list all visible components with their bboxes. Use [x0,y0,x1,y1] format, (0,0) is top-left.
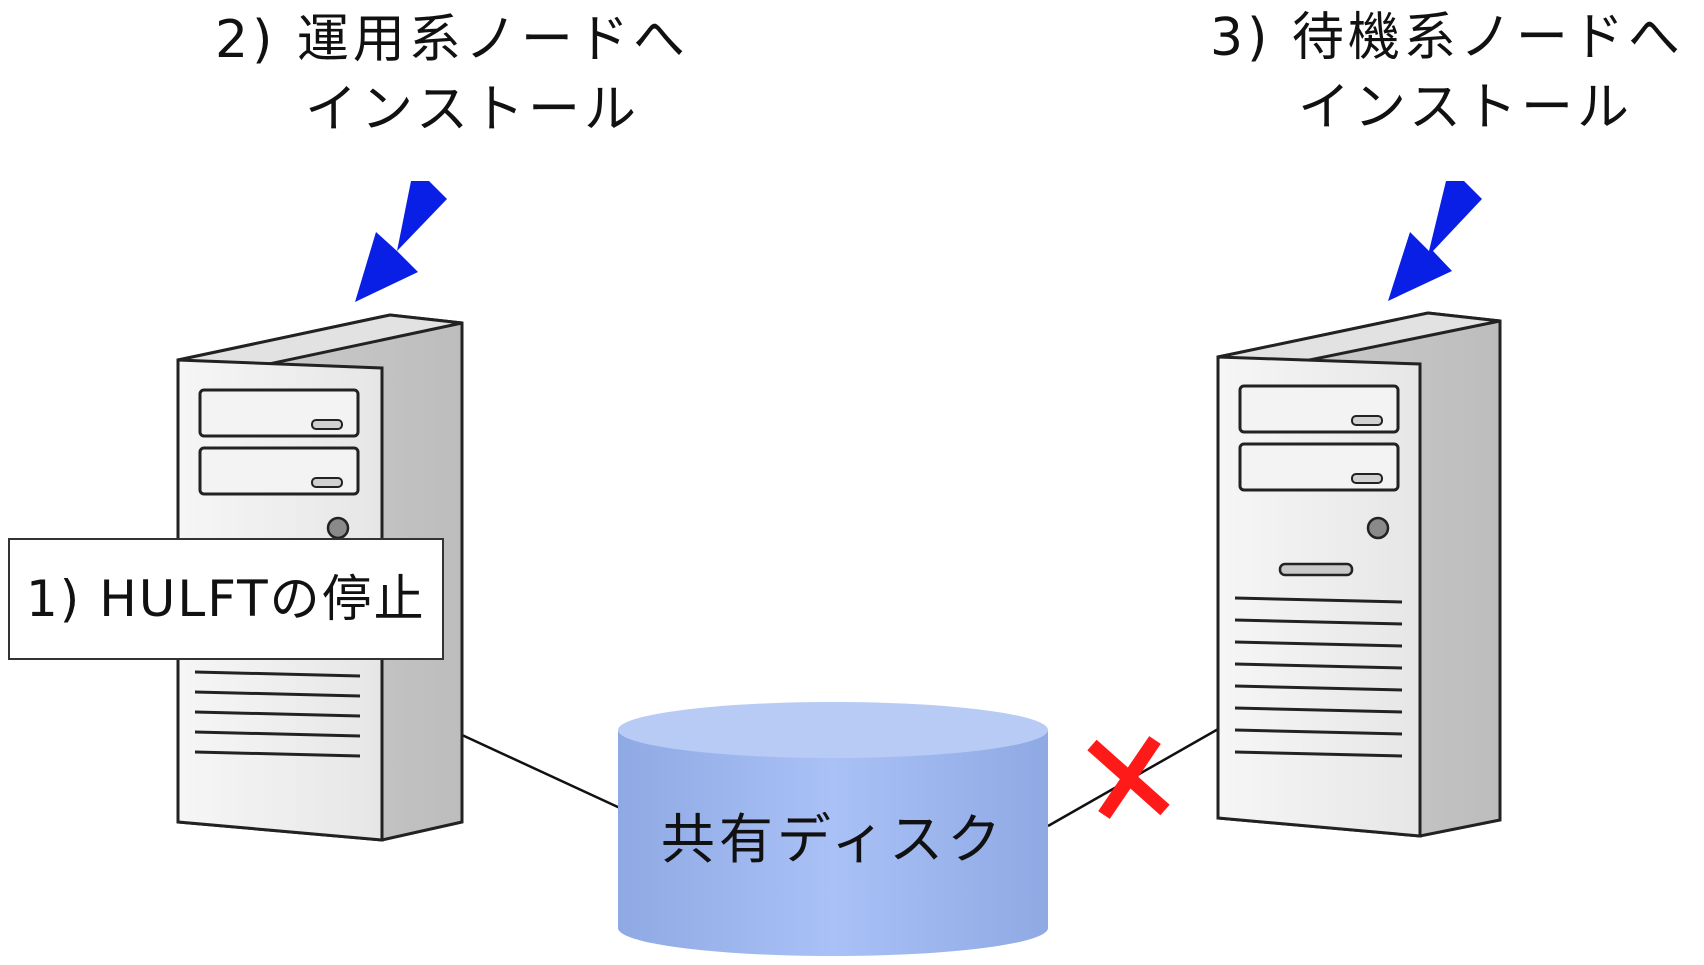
shared-disk-icon [618,702,1048,956]
active-install-arrow-icon [355,181,447,302]
active-node-install-line2: インストール [305,80,640,140]
active-node-install-line1: 2) 運用系ノードへ [215,10,689,70]
shared-disk-label: 共有ディスク [660,808,1006,871]
standby-node-install-line2: インストール [1298,78,1633,138]
standby-node-install-label: 3) 待機系ノードへ インストール [1210,3,1684,143]
active-disk-connection [461,733,621,810]
stop-hulft-callout: 1) HULFTの停止 [8,538,444,660]
disconnected-cross-icon [1087,736,1170,819]
standby-server-icon [1216,311,1502,838]
standby-node-install-line1: 3) 待機系ノードへ [1210,8,1684,68]
standby-install-arrow-icon [1388,181,1482,301]
active-node-install-label: 2) 運用系ノードへ インストール [215,5,689,145]
